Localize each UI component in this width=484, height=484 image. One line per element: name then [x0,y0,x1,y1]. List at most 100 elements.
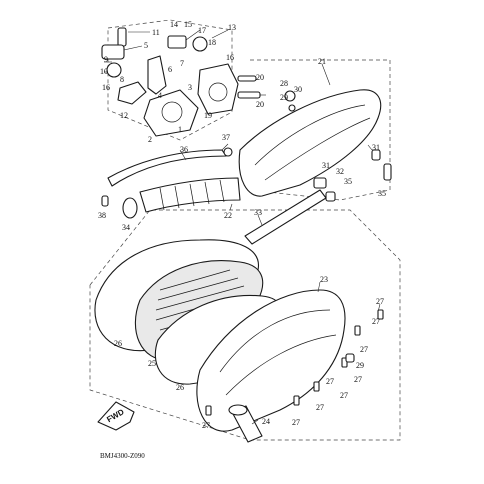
air-filter-group-outline [89,209,401,441]
callout-32: 32 [336,167,344,176]
callout-22: 22 [224,211,232,220]
part-35b-bolt [325,191,336,202]
callout-36: 36 [180,145,188,154]
duct-ribs [159,179,225,211]
callout-14: 14 [170,20,178,29]
part-31-collar [371,149,381,161]
part-37-clamp [223,147,233,157]
callout-26a: 26 [114,339,122,348]
throttle-bore [161,101,183,123]
callout-37: 37 [222,133,230,142]
callout-5: 5 [144,41,148,50]
part-21-case-cover [238,89,382,197]
callout-8: 8 [120,75,124,84]
callout-35b: 35 [378,189,386,198]
screws-27 [205,309,384,416]
callout-21: 21 [318,57,326,66]
callout-3: 3 [188,83,192,92]
part-6-bracket [117,81,147,105]
screw-27-1 [377,309,384,320]
callout-33: 33 [254,208,262,217]
part-1-throttle-body [143,89,199,137]
part-22-intake-duct [139,177,241,213]
part-19-throttle-housing [197,63,239,115]
callout-15: 15 [184,20,192,29]
callout-27a: 27 [376,297,384,306]
callout-16b: 16 [226,53,234,62]
callout-12: 12 [120,111,128,120]
case-rib [254,104,366,166]
callout-20b: 20 [256,100,264,109]
lower-rib-2 [225,334,337,396]
throttle-group-outline [107,19,233,141]
callout-20a: 20 [256,73,264,82]
part-33-seal-strip [244,189,327,245]
callout-28: 28 [280,79,288,88]
callout-27h: 27 [326,377,334,386]
part-4-bracket [147,55,167,95]
callout-16: 16 [102,83,110,92]
fwd-arrow [97,401,135,431]
part-31b-collar [313,177,327,189]
part-20-bolt [237,91,261,99]
callout-23: 23 [320,275,328,284]
callout-29b: 29 [356,361,364,370]
callout-13: 13 [228,23,236,32]
part-10-sensor [106,62,122,78]
part-20b-bolt [237,75,257,82]
callout-30: 30 [294,85,302,94]
part-34-clamp [122,197,138,219]
screw-27-4 [313,381,320,392]
housing-bore [208,82,228,102]
diagram-code: BMJ4300-Z090 [100,452,145,460]
callout-35: 35 [344,177,352,186]
callout-27d: 27 [354,375,362,384]
leader-lines [104,29,381,425]
screw-27-6 [205,405,212,416]
callout-24: 24 [262,417,270,426]
callout-19: 19 [204,111,212,120]
callout-27f: 27 [316,403,324,412]
lower-rib [219,309,331,373]
callout-27g: 27 [292,418,300,427]
part-29-clip [288,104,296,112]
callout-9: 9 [104,55,108,64]
callout-4: 4 [158,91,162,100]
screw-27-5 [293,395,300,406]
part-23-case-lower [196,289,346,432]
callout-31a: 31 [372,143,380,152]
part-11-screw [117,27,127,47]
callout-38: 38 [98,211,106,220]
part-5-sensor [101,44,125,60]
callout-7: 7 [180,59,184,68]
throttle-body-assembly [101,27,261,137]
callout-29: 29 [280,93,288,102]
callout-25: 25 [148,359,156,368]
part-29-clip-lower [345,353,355,363]
part-35-bolt [383,163,392,181]
callout-26b: 26 [176,383,184,392]
callout-6: 6 [168,65,172,74]
screw-27-2 [354,325,361,336]
drain-cap [228,404,248,416]
part-17-cap [192,36,208,52]
callout-labels: 11 5 9 10 8 16 6 7 4 12 3 1 2 14 15 17 1… [98,20,386,430]
callout-31b: 31 [322,161,330,170]
part-14-fitting [167,35,187,49]
callout-27b: 27 [372,317,380,326]
callout-1: 1 [178,125,182,134]
callout-27c: 27 [360,345,368,354]
part-38-clip [101,195,109,207]
callout-27e: 27 [340,391,348,400]
callout-11: 11 [152,28,160,37]
callout-27i: 27 [202,421,210,430]
callout-2: 2 [148,135,152,144]
callout-17: 17 [198,26,206,35]
callout-34: 34 [122,223,130,232]
part-28-grommet [284,90,296,102]
callout-10: 10 [100,67,108,76]
case-rib-2 [264,117,371,181]
callout-18: 18 [208,38,216,47]
